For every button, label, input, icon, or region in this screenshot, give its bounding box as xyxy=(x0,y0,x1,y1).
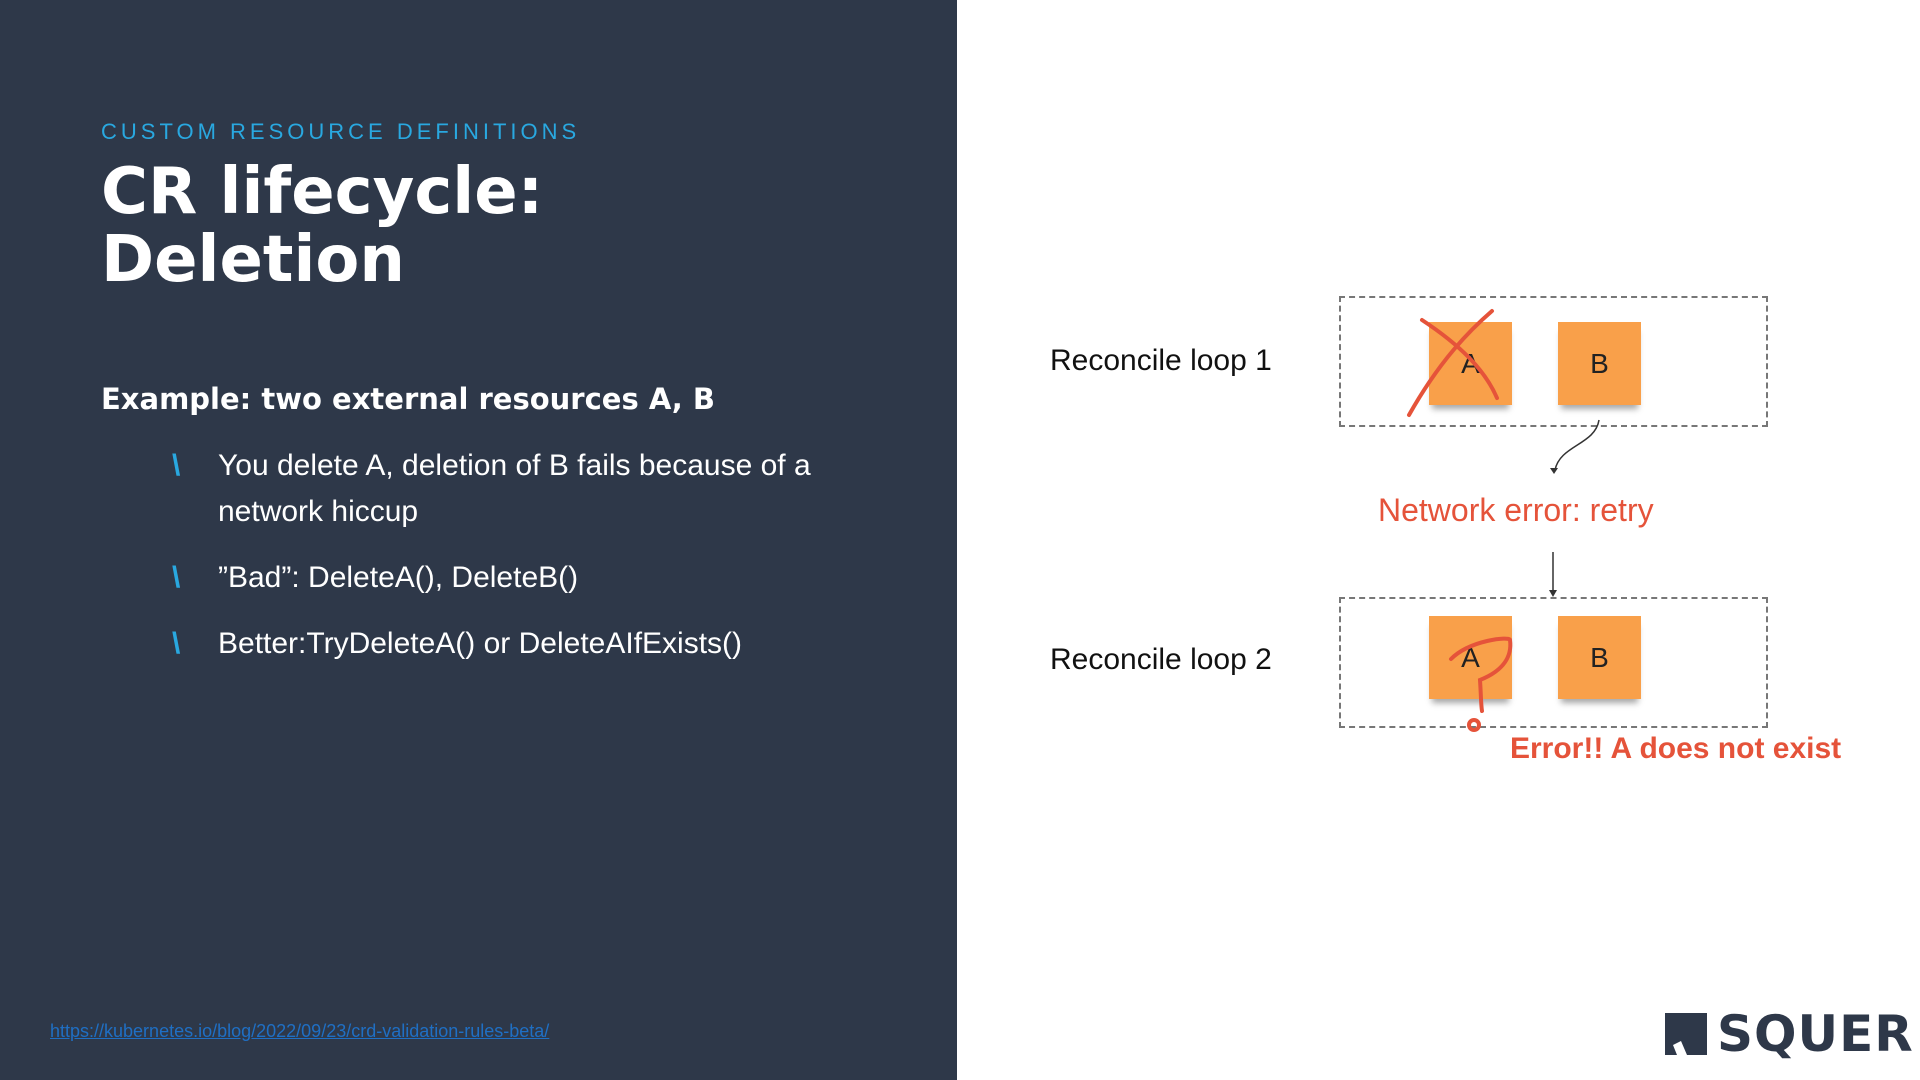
loop1-box xyxy=(1339,296,1768,427)
sticky-note-b: B xyxy=(1558,616,1641,699)
bullet-text: You delete A, deletion of B fails becaus… xyxy=(218,449,811,528)
title-line-1: CR lifecycle: xyxy=(101,155,544,229)
cross-icon xyxy=(1407,309,1499,417)
bullet-text: Better:TryDeleteA() or DeleteAIfExists() xyxy=(218,627,743,660)
curved-arrow-icon xyxy=(1554,419,1600,471)
logo-text: SQUER xyxy=(1717,1005,1914,1063)
network-error-label: Network error: retry xyxy=(1378,492,1654,528)
bullet-item: \ Better:TryDeleteA() or DeleteAIfExists(… xyxy=(172,621,852,667)
error-message: Error!! A does not exist xyxy=(1510,732,1842,765)
sticky-note-a: A xyxy=(1429,616,1512,699)
bullet-item: \ ”Bad”: DeleteA(), DeleteB() xyxy=(172,555,852,601)
bullet-marker-icon: \ xyxy=(172,561,181,594)
squer-logo-icon xyxy=(1665,1013,1707,1055)
arrow-head-icon xyxy=(1550,468,1558,474)
bullet-marker-icon: \ xyxy=(172,449,181,482)
dark-panel xyxy=(0,0,957,1080)
sticky-note-b: B xyxy=(1558,322,1641,405)
bullet-marker-icon: \ xyxy=(172,627,181,660)
example-heading: Example: two external resources A, B xyxy=(101,382,716,416)
title-line-2: Deletion xyxy=(101,223,405,297)
bullet-item: \ You delete A, deletion of B fails becau… xyxy=(172,443,852,535)
loop2-box xyxy=(1339,597,1768,728)
loop2-label: Reconcile loop 2 xyxy=(1050,643,1272,676)
bullet-text: ”Bad”: DeleteA(), DeleteB() xyxy=(218,561,579,594)
question-mark-icon xyxy=(1449,636,1513,732)
loop1-label: Reconcile loop 1 xyxy=(1050,344,1272,377)
squer-logo: SQUER xyxy=(1665,1005,1914,1063)
slide-title: CR lifecycle:Deletion xyxy=(101,158,801,294)
section-label: CUSTOM RESOURCE DEFINITIONS xyxy=(101,119,581,144)
reference-link[interactable]: https://kubernetes.io/blog/2022/09/23/cr… xyxy=(50,1021,550,1041)
